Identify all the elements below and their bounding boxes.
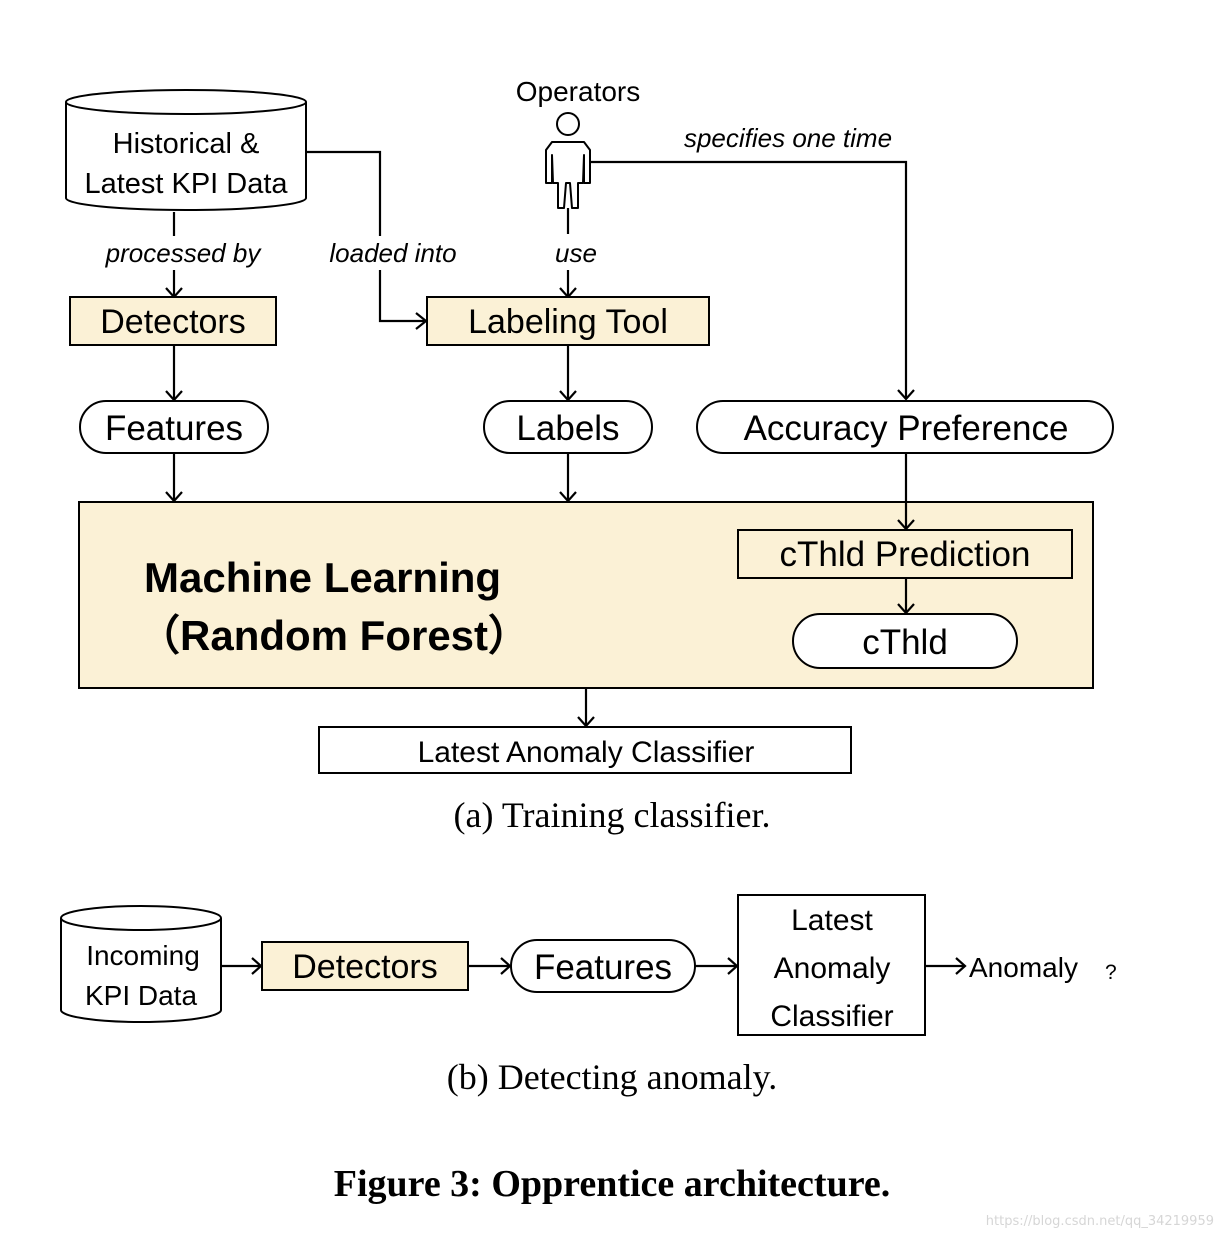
historical-kpi-line-2: Latest KPI Data: [84, 168, 288, 200]
ml-title: Machine Learning: [144, 554, 501, 601]
edge-cylinder-labeling-bottom: [378, 270, 424, 323]
accuracy-preference-label: Accuracy Preference: [744, 409, 1069, 448]
latest-classifier-box-b: Latest Anomaly Classifier: [737, 894, 926, 1036]
edge-label-processed-by: processed by: [105, 238, 263, 268]
features-pill-b: Features: [510, 939, 696, 993]
anomaly-question-mark: ?: [1105, 961, 1117, 984]
incoming-kpi-data-cylinder: Incoming KPI Data: [60, 905, 222, 1023]
operator-person-icon: [545, 112, 591, 209]
edge-operator-accuracy: [590, 160, 908, 398]
incoming-kpi-line-2: KPI Data: [85, 980, 197, 1011]
edge-label-loaded-into: loaded into: [329, 238, 456, 268]
caption-a: (a) Training classifier.: [453, 795, 771, 835]
detectors-box-b: Detectors: [261, 941, 469, 991]
labels-label: Labels: [516, 409, 619, 448]
latest-classifier-b-line-1: Latest: [791, 904, 873, 937]
detectors-a-label: Detectors: [100, 303, 246, 341]
features-a-label: Features: [105, 409, 243, 448]
cthld-pill: cThld: [792, 613, 1018, 669]
ml-subtitle: （Random Forest）: [138, 612, 530, 659]
cthld-prediction-box: cThld Prediction: [737, 529, 1073, 579]
historical-kpi-data-cylinder: Historical & Latest KPI Data: [65, 89, 307, 211]
anomaly-output-label: Anomaly: [969, 952, 1078, 983]
latest-classifier-box-a: Latest Anomaly Classifier: [318, 726, 852, 774]
labels-pill: Labels: [483, 400, 653, 454]
arrow-into-accuracy-pref: [897, 389, 915, 401]
detectors-box-a: Detectors: [69, 296, 277, 346]
features-pill-a: Features: [79, 400, 269, 454]
operators-label: Operators: [516, 76, 641, 107]
arrow-into-anomaly: [955, 957, 967, 975]
latest-classifier-a-label: Latest Anomaly Classifier: [418, 736, 755, 769]
edge-label-specifies-one-time: specifies one time: [684, 123, 892, 153]
figure-caption: Figure 3: Opprentice architecture.: [333, 1163, 891, 1205]
incoming-kpi-line-1: Incoming: [86, 940, 200, 971]
latest-classifier-b-line-2: Anomaly: [774, 952, 891, 985]
features-b-label: Features: [534, 948, 672, 987]
watermark: https://blog.csdn.net/qq_34219959: [985, 1214, 1214, 1229]
cthld-label: cThld: [862, 623, 948, 662]
caption-b: (b) Detecting anomaly.: [446, 1057, 778, 1097]
accuracy-preference-pill: Accuracy Preference: [696, 400, 1114, 454]
cthld-prediction-label: cThld Prediction: [780, 535, 1031, 574]
labeling-tool-label: Labeling Tool: [468, 303, 668, 341]
edge-cylinder-labeling-top: [306, 150, 382, 236]
labeling-tool-box: Labeling Tool: [426, 296, 710, 346]
latest-classifier-b-line-3: Classifier: [770, 1000, 893, 1033]
detectors-b-label: Detectors: [292, 948, 438, 986]
edge-label-use: use: [555, 238, 597, 268]
historical-kpi-line-1: Historical &: [113, 128, 260, 160]
